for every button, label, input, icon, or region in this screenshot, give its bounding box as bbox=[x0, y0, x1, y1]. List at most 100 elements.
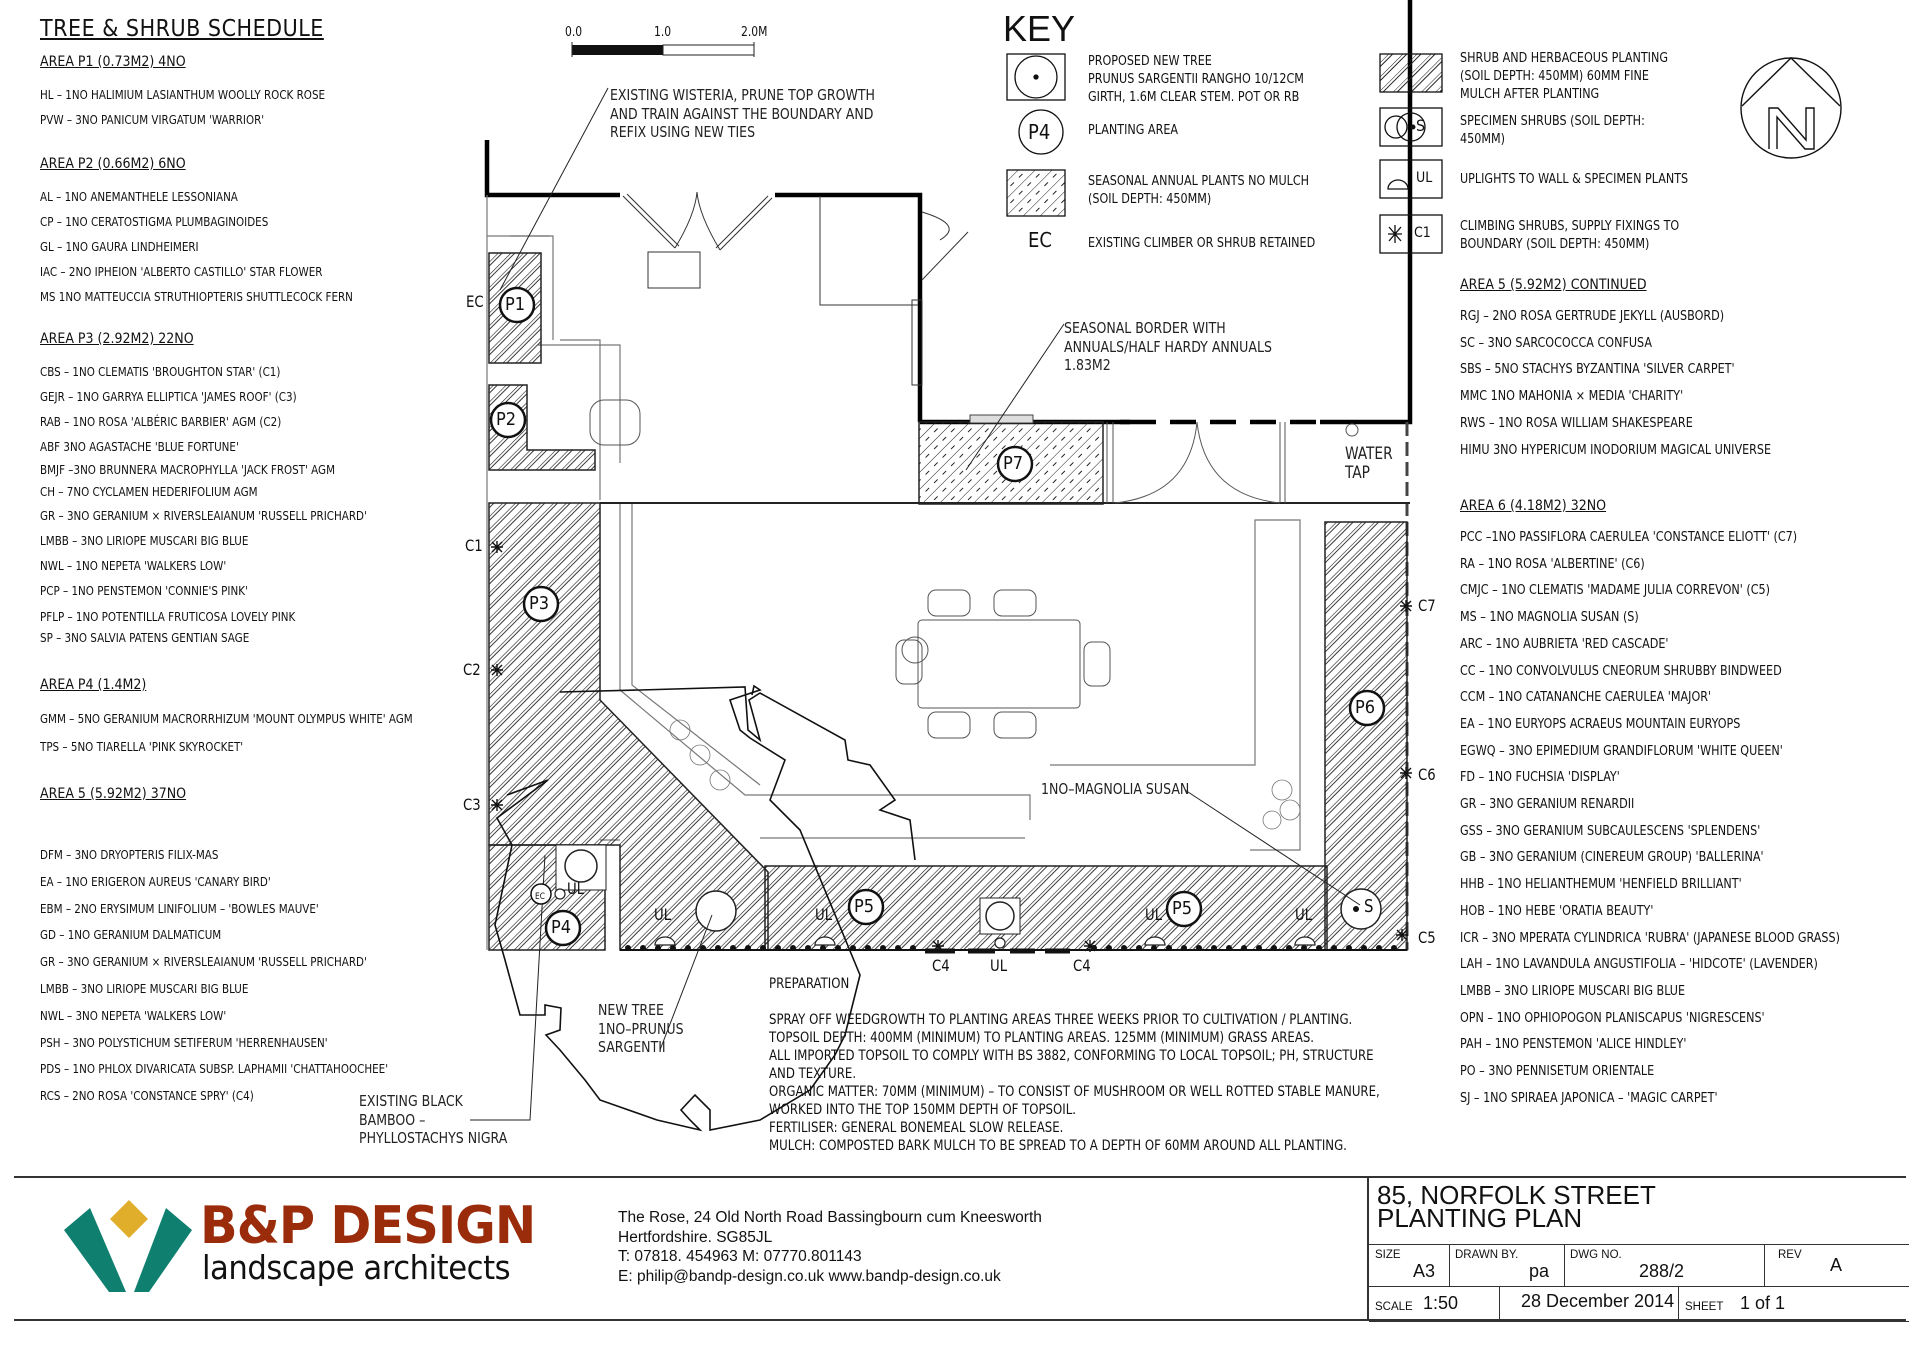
plant-item: TPS – 5NO TIARELLA 'PINK SKYROCKET' bbox=[40, 739, 244, 754]
climber-label-c1: C1 bbox=[465, 536, 483, 555]
plant-item: OPN – 1NO OPHIOPOGON PLANISCAPUS 'NIGRES… bbox=[1460, 1009, 1765, 1026]
preparation-line: AND TEXTURE. bbox=[769, 1066, 857, 1082]
plant-item: RCS – 2NO ROSA 'CONSTANCE SPRY' (C4) bbox=[40, 1088, 254, 1104]
plant-item: PO – 3NO PENNISETUM ORIENTALE bbox=[1460, 1063, 1655, 1080]
climber-label-c4: C4 bbox=[932, 956, 950, 975]
drawn-by-value: pa bbox=[1529, 1261, 1550, 1281]
plant-item: SP – 3NO SALVIA PATENS GENTIAN SAGE bbox=[40, 630, 250, 645]
area-label-p5: P5 bbox=[1172, 898, 1193, 919]
climber-label-c6: C6 bbox=[1418, 765, 1436, 784]
climber-label-c3: C3 bbox=[463, 795, 481, 814]
cell-divider bbox=[1449, 1245, 1450, 1287]
planting-area-icon: P4 bbox=[1028, 120, 1051, 144]
uplight-label: UL bbox=[1145, 905, 1163, 924]
dwg-no-value: 288/2 bbox=[1639, 1261, 1685, 1281]
sheet-caption: SHEET bbox=[1685, 1301, 1724, 1313]
drawing-title: PLANTING PLAN bbox=[1377, 1203, 1583, 1233]
edge-markers bbox=[625, 945, 1397, 951]
plant-item: LAH – 1NO LAVANDULA ANGUSTIFOLIA – 'HIDC… bbox=[1460, 956, 1818, 973]
climber-symbols bbox=[491, 541, 1412, 952]
note-line: EXISTING BLACK bbox=[359, 1092, 463, 1110]
plant-item: PFLP – 1NO POTENTILLA FRUTICOSA LOVELY P… bbox=[40, 609, 296, 624]
plant-item: RAB – 1NO ROSA 'ALBÉRIC BARBIER' AGM (C2… bbox=[40, 414, 282, 429]
area-label-p1: P1 bbox=[505, 294, 526, 315]
address-line: Hertfordshire. SG85JL bbox=[618, 1228, 773, 1246]
area-label-p6: P6 bbox=[1355, 697, 1376, 718]
dwg-no-caption: DWG NO. bbox=[1570, 1249, 1622, 1261]
plant-item: FD – 1NO FUCHSIA 'DISPLAY' bbox=[1460, 769, 1620, 786]
plant-item: HIMU 3NO HYPERICUM INODORIUM MAGICAL UNI… bbox=[1460, 441, 1772, 458]
plant-item: RA – 1NO ROSA 'ALBERTINE' (C6) bbox=[1460, 555, 1645, 572]
note-line: AND TRAIN AGAINST THE BOUNDARY AND bbox=[610, 104, 874, 123]
area-heading: AREA 5 (5.92M2) CONTINUED bbox=[1460, 277, 1647, 293]
note-line: SARGENTII bbox=[598, 1038, 666, 1056]
planting-bed-p6 bbox=[1324, 521, 1408, 951]
cell-divider bbox=[1564, 1245, 1565, 1287]
key-line: GIRTH, 1.6M CLEAR STEM. POT OR RB bbox=[1088, 89, 1300, 105]
planting-area-markers bbox=[489, 286, 1386, 947]
plant-item: MS – 1NO MAGNOLIA SUSAN (S) bbox=[1460, 609, 1639, 626]
project-title: 85, NORFOLK STREET PLANTING PLAN bbox=[1377, 1180, 1656, 1233]
note-line: 1NO–PRUNUS bbox=[598, 1019, 684, 1038]
plant-item: NWL – 3NO NEPETA 'WALKERS LOW' bbox=[40, 1007, 227, 1023]
drawn-by-caption: DRAWN BY. bbox=[1455, 1249, 1519, 1261]
key-entry-new-tree: PROPOSED NEW TREE PRUNUS SARGENTII RANGH… bbox=[1088, 52, 1304, 106]
plant-item: EA – 1NO EURYOPS ACRAEUS MOUNTAIN EURYOP… bbox=[1460, 715, 1741, 732]
area-label-p5: P5 bbox=[854, 896, 875, 917]
specimen-shrub-icon: S bbox=[1416, 116, 1426, 135]
plant-item: ABF 3NO AGASTACHE 'BLUE FORTUNE' bbox=[40, 439, 239, 454]
key-line: BOUNDARY (SOIL DEPTH: 450MM) bbox=[1460, 236, 1650, 252]
uplight-label: UL bbox=[654, 905, 672, 924]
area-heading: AREA P4 (1.4M2) bbox=[40, 677, 147, 693]
uplight-symbols bbox=[554, 888, 1316, 949]
plant-item: RGJ – 2NO ROSA GERTRUDE JEKYLL (AUSBORD) bbox=[1460, 308, 1725, 324]
climber-label-c2: C2 bbox=[463, 660, 481, 679]
preparation-line: FERTILISER: GENERAL BONEMEAL SLOW RELEAS… bbox=[769, 1120, 1064, 1136]
key-entry-planting-area: PLANTING AREA bbox=[1088, 122, 1179, 138]
area-label-p7: P7 bbox=[1003, 453, 1024, 474]
note-line: EXISTING WISTERIA, PRUNE TOP GROWTH bbox=[610, 86, 876, 104]
preparation-line: MULCH: COMPOSTED BARK MULCH TO BE SPREAD… bbox=[769, 1138, 1347, 1154]
schedule-area-5-continued: AREA 5 (5.92M2) CONTINUED RGJ – 2NO ROSA… bbox=[1460, 277, 1798, 463]
garden-doors bbox=[622, 191, 969, 386]
plant-item: GR – 3NO GERANIUM × RIVERSLEAIANUM 'RUSS… bbox=[40, 508, 367, 523]
plant-item: PCC –1NO PASSIFLORA CAERULEA 'CONSTANCE … bbox=[1460, 529, 1798, 545]
plant-item: MMC 1NO MAHONIA × MEDIA 'CHARITY' bbox=[1460, 388, 1684, 405]
scale-tick-0: 0.0 bbox=[565, 25, 583, 40]
note-line: BAMBOO – bbox=[359, 1110, 426, 1129]
key-line: PRUNUS SARGENTII RANGHO 10/12CM bbox=[1088, 71, 1304, 87]
plant-item: SC – 3NO SARCOCOCCA CONFUSA bbox=[1460, 334, 1653, 351]
preparation-line: ALL IMPORTED TOPSOIL TO COMPLY WITH BS 3… bbox=[769, 1048, 1374, 1064]
area-label-p2: P2 bbox=[496, 409, 517, 430]
sheet-value: 1 of 1 bbox=[1740, 1293, 1786, 1313]
plant-item: CC – 1NO CONVOLVULUS CNEORUM SHRUBBY BIN… bbox=[1460, 662, 1782, 679]
size-caption: SIZE bbox=[1375, 1249, 1401, 1261]
uplight-icon: UL bbox=[1416, 170, 1433, 186]
schedule-area-p1: AREA P1 (0.73M2) 4NO HL – 1NO HALIMIUM L… bbox=[40, 54, 350, 132]
uplight-label: UL bbox=[815, 905, 833, 924]
plant-item: SBS – 5NO STACHYS BYZANTINA 'SILVER CARP… bbox=[1460, 361, 1735, 378]
note-line: PHYLLOSTACHYS NIGRA bbox=[359, 1129, 508, 1147]
plant-item: PCP – 1NO PENSTEMON 'CONNIE'S PINK' bbox=[40, 583, 248, 598]
climber-label-c4: C4 bbox=[1073, 956, 1091, 975]
company-name: B&P DESIGN bbox=[200, 1196, 536, 1256]
schedule-area-5: AREA 5 (5.92M2) 37NO DFM – 3NO DRYOPTERI… bbox=[40, 786, 418, 1110]
note-line: REFIX USING NEW TIES bbox=[610, 123, 756, 141]
schedule-area-p2: AREA P2 (0.66M2) 6NO AL – 1NO ANEMANTHEL… bbox=[40, 156, 380, 309]
note-water-tap: WATER TAP bbox=[1345, 445, 1393, 483]
area-heading: AREA 6 (4.18M2) 32NO bbox=[1460, 498, 1607, 514]
plant-item: HOB – 1NO HEBE 'ORATIA BEAUTY' bbox=[1460, 902, 1654, 919]
patio-table-and-chairs bbox=[589, 399, 1111, 739]
note-new-tree: NEW TREE 1NO–PRUNUS SARGENTII bbox=[598, 1001, 684, 1057]
patio-double-doors bbox=[1106, 421, 1359, 504]
existing-climber-label: EC bbox=[466, 292, 484, 311]
preparation-line: ORGANIC MATTER: 70MM (MINIMUM) – TO CONS… bbox=[769, 1084, 1380, 1100]
plant-item: CBS – 1NO CLEMATIS 'BROUGHTON STAR' (C1) bbox=[40, 364, 281, 379]
specimen-shrub-symbol bbox=[1340, 888, 1382, 930]
plant-item: BMJF –3NO BRUNNERA MACROPHYLLA 'JACK FRO… bbox=[40, 462, 336, 477]
key-entry-specimen-shrubs: SPECIMEN SHRUBS (SOIL DEPTH: 450MM) bbox=[1460, 112, 1645, 148]
note-line: TAP bbox=[1345, 463, 1370, 483]
project-name: 85, NORFOLK STREET bbox=[1377, 1180, 1656, 1210]
note-line: NEW TREE bbox=[598, 1001, 664, 1019]
